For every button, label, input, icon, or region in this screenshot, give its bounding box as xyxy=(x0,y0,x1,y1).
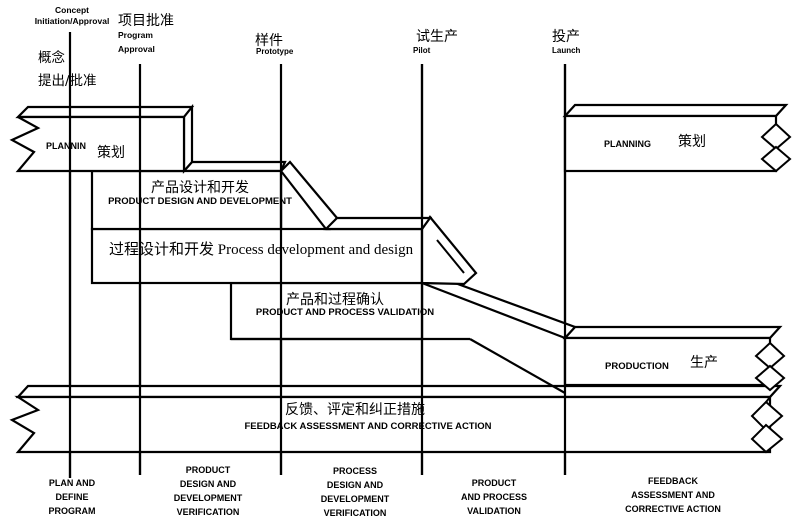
phase-4-line-2: AND PROCESS xyxy=(461,492,527,502)
validation-descent-line xyxy=(469,338,566,394)
phase-3-line-4: VERIFICATION xyxy=(324,508,387,518)
prototype-label-zh: 样件 xyxy=(255,33,283,49)
milestone-labels: Concept Initiation/Approval 概念 提出/批准 项目批… xyxy=(35,5,581,89)
phase-feedback: FEEDBACK ASSESSMENT AND CORRECTIVE ACTIO… xyxy=(625,476,721,514)
phase-2-line-1: PRODUCT xyxy=(186,465,231,475)
production-diamond-2 xyxy=(754,364,786,392)
process-design-band: 过程设计和开发 Process development and design xyxy=(90,215,478,286)
program-label-en-2: Approval xyxy=(118,44,155,54)
planning-right-front xyxy=(563,114,778,173)
production-label-en: PRODUCTION xyxy=(605,361,669,372)
program-label-en-1: Program xyxy=(118,30,153,40)
phase-5-line-3: CORRECTIVE ACTION xyxy=(625,504,721,514)
planning-left-front xyxy=(9,115,186,173)
feedback-band: 反馈、评定和纠正措施 FEEDBACK ASSESSMENT AND CORRE… xyxy=(9,384,784,454)
planning-right-label-zh: 策划 xyxy=(678,133,706,150)
phase-1-line-3: PROGRAM xyxy=(49,506,96,516)
validation-band: 产品和过程确认 PRODUCT AND PROCESS VALIDATION xyxy=(229,281,577,394)
prototype-label-en: Prototype xyxy=(256,47,294,56)
pilot-label-zh: 试生产 xyxy=(416,29,458,45)
planning-band-left: PLANNIN 策划 xyxy=(9,103,195,174)
phase-3-line-3: DEVELOPMENT xyxy=(321,494,390,504)
planning-right-label-en: PLANNING xyxy=(604,139,651,149)
phase-4-line-3: VALIDATION xyxy=(467,506,521,516)
production-band-top-face xyxy=(562,325,783,340)
product-band-top-face xyxy=(181,160,287,173)
product-band-label-zh: 产品设计和开发 xyxy=(151,180,249,196)
phase-5-line-2: ASSESSMENT AND xyxy=(631,490,715,500)
phase-2-line-2: DESIGN AND xyxy=(180,479,237,489)
validation-label-en: PRODUCT AND PROCESS VALIDATION xyxy=(256,307,434,318)
pilot-label-en: Pilot xyxy=(413,46,431,55)
planning-band-right: PLANNING 策划 xyxy=(562,103,792,173)
feedback-diamond-2 xyxy=(750,423,784,454)
concept-label-zh-1: 概念 xyxy=(38,49,65,66)
process-band-slope xyxy=(420,215,478,286)
phase-4-line-1: PRODUCT xyxy=(472,478,517,488)
concept-label-en-1: Concept xyxy=(55,5,89,15)
phase-3-line-2: DESIGN AND xyxy=(327,480,384,490)
production-band: PRODUCTION 生产 xyxy=(562,325,786,392)
phase-labels: PLAN AND DEFINE PROGRAM PRODUCT DESIGN A… xyxy=(49,465,721,518)
phase-2-line-3: DEVELOPMENT xyxy=(174,493,243,503)
planning-left-label-en: PLANNIN xyxy=(46,141,86,151)
product-band-label-en: PRODUCT DESIGN AND DEVELOPMENT xyxy=(108,196,292,207)
validation-label-zh: 产品和过程确认 xyxy=(286,292,384,308)
planning-right-top-face xyxy=(562,103,789,118)
phase-validation: PRODUCT AND PROCESS VALIDATION xyxy=(461,478,527,516)
phase-plan-define: PLAN AND DEFINE PROGRAM xyxy=(49,478,96,516)
milestone-line-overlays xyxy=(68,64,567,478)
phase-1-line-2: DEFINE xyxy=(55,492,88,502)
planning-left-side-face xyxy=(182,103,194,174)
planning-left-label-zh: 策划 xyxy=(97,144,125,161)
feedback-label-zh: 反馈、评定和纠正措施 xyxy=(285,402,425,418)
validation-slope xyxy=(421,281,577,340)
phase-2-line-4: VERIFICATION xyxy=(177,507,240,517)
phase-1-line-1: PLAN AND xyxy=(49,478,96,488)
launch-label-en: Launch xyxy=(552,46,581,55)
process-band-label: 过程设计和开发 Process development and design xyxy=(109,241,414,258)
launch-label-zh: 投产 xyxy=(552,29,580,45)
phase-3-line-1: PROCESS xyxy=(333,466,377,476)
program-label-zh: 项目批准 xyxy=(118,13,174,29)
planning-right-diamond-2 xyxy=(760,145,792,173)
phase-5-line-1: FEEDBACK xyxy=(648,476,699,486)
concept-label-en-2: Initiation/Approval xyxy=(35,16,110,26)
feedback-label-en: FEEDBACK ASSESSMENT AND CORRECTIVE ACTIO… xyxy=(244,421,491,432)
process-band-front xyxy=(90,227,424,285)
feedback-band-top-face xyxy=(15,384,783,399)
production-label-zh: 生产 xyxy=(690,355,718,371)
concept-label-zh-2: 提出/批准 xyxy=(38,73,97,89)
product-band-shelf xyxy=(323,216,433,231)
phase-product-design: PRODUCT DESIGN AND DEVELOPMENT VERIFICAT… xyxy=(174,465,243,517)
planning-left-top-face xyxy=(15,105,195,119)
process-band-slope-inner xyxy=(436,239,465,274)
validation-band-front xyxy=(229,281,424,341)
phase-process-design: PROCESS DESIGN AND DEVELOPMENT VERIFICAT… xyxy=(321,466,390,518)
